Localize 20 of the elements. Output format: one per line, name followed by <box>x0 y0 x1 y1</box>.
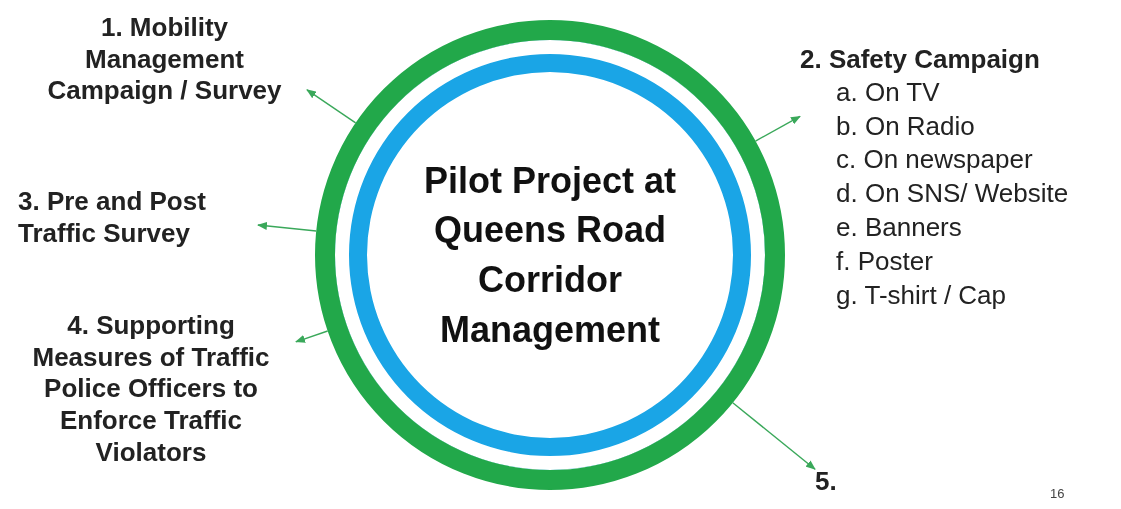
ring-circle <box>315 20 785 490</box>
list-item: d. On SNS/ Website <box>836 177 1069 211</box>
item-heading: 4. Supporting Measures of Traffic Police Officers to Enforce Traffic Violators <box>31 310 271 469</box>
list-item: e. Banners <box>836 210 962 244</box>
item-heading: 3. Pre and Post Traffic Survey <box>18 186 207 250</box>
page-number: 16 <box>1050 486 1065 501</box>
list-item: a. On TV <box>836 75 940 109</box>
list-item: f. Poster <box>836 244 933 278</box>
arrow <box>257 222 317 232</box>
list-item: c. On newspaper <box>836 143 1033 177</box>
item-heading: 1. Mobility Management Campaign / Survey <box>46 12 283 108</box>
item-heading: 5. <box>815 466 837 498</box>
list-item: g. T-shirt / Cap <box>836 278 1007 312</box>
arrow <box>295 330 329 343</box>
arrow <box>754 115 801 142</box>
arrow <box>732 402 816 470</box>
center-title: Pilot Project at Queens Road Corridor Management <box>422 158 678 352</box>
item-heading: 2. Safety Campaign <box>800 44 1040 76</box>
list-item: b. On Radio <box>836 109 975 143</box>
arrow <box>306 89 357 124</box>
